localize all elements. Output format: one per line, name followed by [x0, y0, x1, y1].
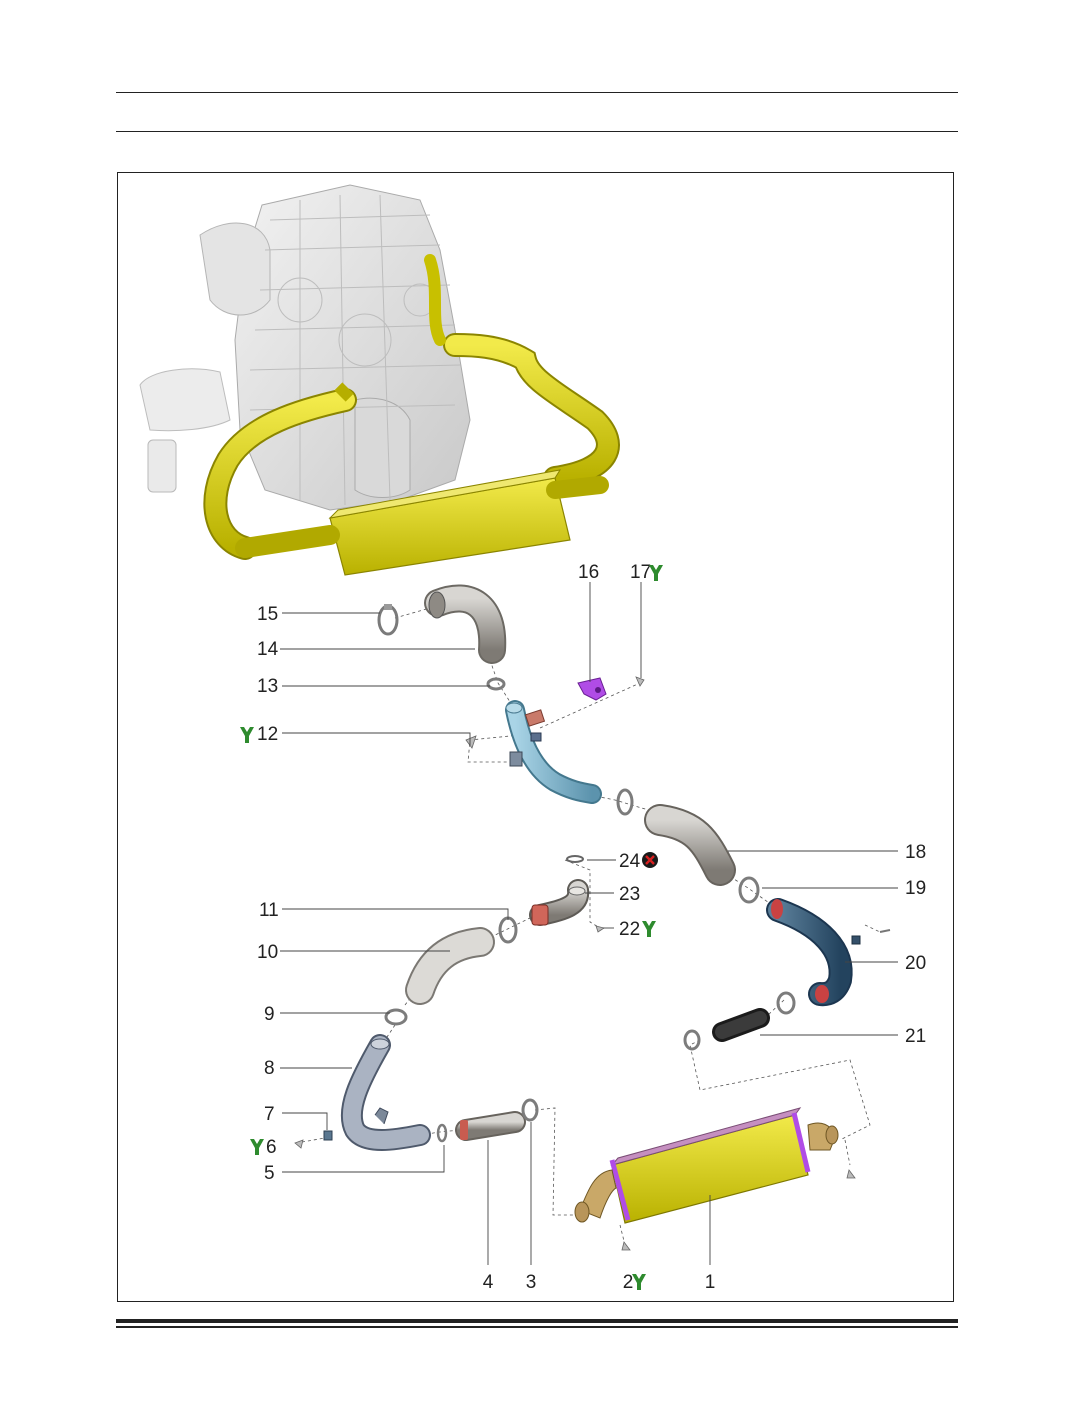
header-rule-bottom	[116, 131, 958, 132]
torque-wrench-icon	[642, 921, 656, 937]
part-2-bolts	[621, 1169, 856, 1251]
part-6-bolt	[294, 1139, 304, 1149]
part-22-bolt	[595, 925, 605, 933]
part-9-clamp	[384, 1008, 408, 1026]
footer-rule-thick	[116, 1319, 958, 1323]
do-not-reuse-icon	[642, 852, 658, 868]
engine-overview-illustration	[139, 184, 620, 576]
part-7-nut	[323, 1130, 333, 1141]
part-16-purple-bracket	[577, 677, 607, 701]
leader-lines	[280, 582, 898, 1265]
part-15-hose-clamp	[377, 604, 399, 636]
callout-17: 17	[630, 562, 651, 583]
callout-21: 21	[905, 1026, 926, 1047]
part-24-o-ring	[566, 855, 584, 863]
part-13-clamp	[486, 677, 506, 691]
part-clamp-mid	[616, 788, 634, 816]
callout-23: 23	[619, 884, 640, 905]
part-clamp-21	[776, 991, 796, 1015]
callout-9: 9	[264, 1004, 275, 1025]
figure-frame	[117, 172, 954, 1302]
part-10-light-grey-hose	[405, 927, 495, 1005]
callout-4: 4	[483, 1272, 494, 1293]
footer-rule-thin	[116, 1326, 958, 1328]
part-14-grey-hose-elbow	[424, 584, 507, 664]
callout-2: 2	[623, 1272, 634, 1293]
callout-10: 10	[257, 942, 278, 963]
part-8-steel-pipe	[340, 1034, 431, 1151]
part-12-bolt	[465, 735, 477, 749]
callout-12: 12	[257, 724, 278, 745]
part-4-hose-sleeve	[455, 1111, 526, 1141]
callout-13: 13	[257, 676, 278, 697]
callout-18: 18	[905, 842, 926, 863]
part-3-clamp	[521, 1098, 539, 1122]
part-19-clamp	[738, 876, 760, 904]
callout-14: 14	[257, 639, 279, 660]
callout-16: 16	[578, 562, 599, 583]
torque-wrench-icon	[649, 565, 663, 581]
callout-20: 20	[905, 953, 926, 974]
torque-wrench-icon	[240, 727, 254, 743]
part-21-black-hose	[712, 1008, 770, 1042]
callout-15: 15	[257, 604, 278, 625]
callout-1: 1	[705, 1272, 716, 1293]
part-blue-charge-pipe	[505, 700, 602, 804]
callout-8: 8	[264, 1058, 275, 1079]
part-20-navy-hose	[766, 898, 891, 1007]
part-11-clamp	[498, 916, 518, 944]
callout-19: 19	[905, 878, 926, 899]
part-18-grey-hose	[644, 804, 736, 886]
torque-wrench-icon	[632, 1274, 646, 1290]
part-1-intercooler	[574, 1107, 839, 1224]
callout-7: 7	[264, 1104, 275, 1125]
callout-22: 22	[619, 919, 640, 940]
header-rule-top	[116, 92, 958, 93]
callout-11: 11	[259, 900, 279, 921]
torque-wrench-icon	[250, 1139, 264, 1155]
callout-6: 6	[266, 1137, 277, 1158]
part-17-bolt	[635, 676, 645, 687]
part-clamp-ic-top	[683, 1029, 701, 1051]
callout-3: 3	[526, 1272, 537, 1293]
callout-labels: 1 2 3 4 5 6 7 8 9 10 11 12 13 14 15 16 1…	[257, 562, 926, 1293]
callout-5: 5	[264, 1163, 275, 1184]
part-5-clamp	[436, 1123, 448, 1143]
part-23-elbow-pipe	[529, 879, 590, 926]
callout-24: 24	[619, 851, 641, 872]
